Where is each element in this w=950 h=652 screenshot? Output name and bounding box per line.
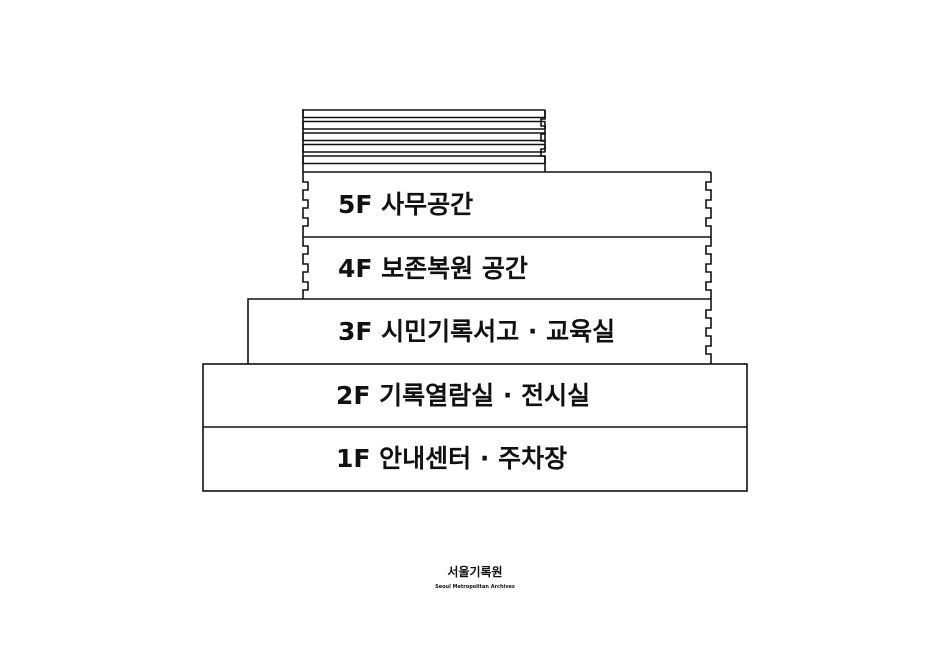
logo-name-ko: 서울기록원 <box>447 564 502 579</box>
rooftop-stripe <box>302 143 546 153</box>
floor-label-5f: 5F 사무공간 <box>338 190 473 219</box>
floor-label-1f: 1F 안내센터 · 주차장 <box>336 444 567 473</box>
tower-right-ridged-edge <box>705 172 712 364</box>
tower-outline <box>302 171 712 364</box>
rooftop-ridged-edge <box>540 110 546 172</box>
logo: 서울기록원 Seoul Metropolitan Archives <box>435 564 515 590</box>
rooftop-block <box>302 109 546 172</box>
rooftop-stripe <box>302 132 546 142</box>
rooftop-stripe <box>302 120 546 130</box>
floor-label-3f: 3F 시민기록서고 · 교육실 <box>338 317 615 346</box>
base-block <box>202 363 748 492</box>
logo-name-en: Seoul Metropolitan Archives <box>435 584 515 590</box>
rooftop-stripe <box>302 109 546 119</box>
tower-left-ridged-edge <box>302 172 309 299</box>
floor-label-2f: 2F 기록열람실 · 전시실 <box>336 381 590 410</box>
rooftop-stripe <box>302 155 546 165</box>
floor-3-block <box>247 298 711 364</box>
floor-label-4f: 4F 보존복원 공간 <box>338 254 528 283</box>
